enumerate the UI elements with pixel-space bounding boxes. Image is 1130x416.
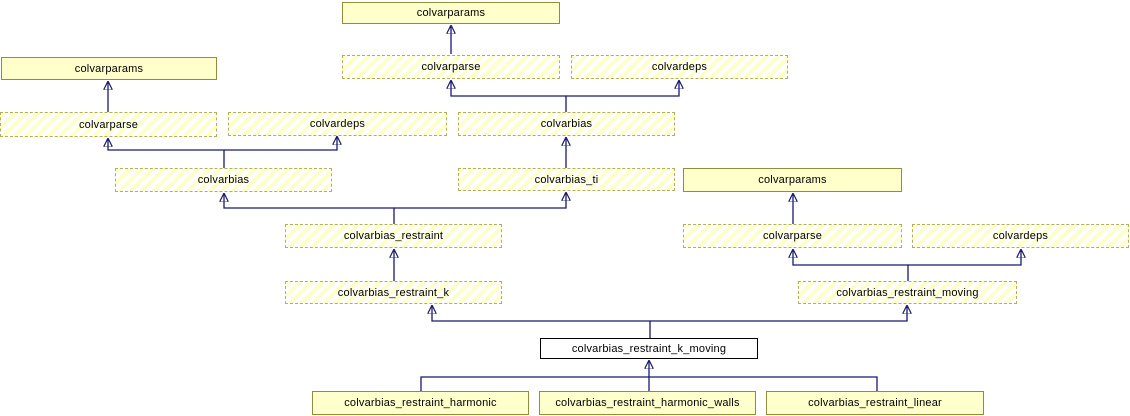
node-colvarparams-b[interactable]: colvarparams (1, 57, 217, 80)
node-colvarbias-restraint-k[interactable]: colvarbias_restraint_k (285, 281, 502, 304)
node-colvarparse-a[interactable]: colvarparse (342, 55, 560, 79)
edge-kmoving-to-k (432, 306, 651, 338)
node-colvarbias-b[interactable]: colvarbias (115, 168, 332, 192)
edge-moving-to-deps-c (908, 250, 1021, 266)
node-colvarbias-a[interactable]: colvarbias (458, 112, 675, 136)
node-colvarbias-restraint-harmonic[interactable]: colvarbias_restraint_harmonic (312, 391, 529, 415)
node-colvarbias-restraint-linear[interactable]: colvarbias_restraint_linear (766, 391, 984, 415)
node-colvarbias-restraint[interactable]: colvarbias_restraint (285, 224, 502, 248)
edge-bias-b-to-parse-b (108, 139, 225, 168)
node-colvarparse-c[interactable]: colvarparse (683, 224, 902, 248)
edge-children-bus (420, 376, 878, 391)
edge-bias-a-to-deps-a (566, 81, 679, 97)
node-colvarparse-b[interactable]: colvarparse (0, 112, 217, 137)
edge-restraint-to-bias-b (224, 194, 395, 224)
node-colvarparams-c[interactable]: colvarparams (683, 168, 902, 192)
edge-bias-b-to-deps-b (224, 137, 337, 151)
node-colvardeps-c[interactable]: colvardeps (912, 224, 1129, 248)
edge-bias-a-to-parse-a (451, 81, 567, 112)
node-colvardeps-b[interactable]: colvardeps (228, 112, 447, 136)
edge-kmoving-to-moving (650, 306, 907, 322)
node-colvardeps-a[interactable]: colvardeps (571, 55, 788, 79)
node-colvarbias-restraint-k-moving: colvarbias_restraint_k_moving (540, 338, 758, 359)
node-colvarbias-restraint-harmonic-walls[interactable]: colvarbias_restraint_harmonic_walls (539, 391, 756, 415)
node-colvarbias-restraint-moving[interactable]: colvarbias_restraint_moving (798, 281, 1017, 304)
node-colvarbias-ti[interactable]: colvarbias_ti (458, 168, 675, 191)
edge-moving-to-parse-c (793, 250, 909, 281)
node-colvarparams-a[interactable]: colvarparams (342, 2, 560, 24)
edge-restraint-to-ti (394, 193, 566, 209)
